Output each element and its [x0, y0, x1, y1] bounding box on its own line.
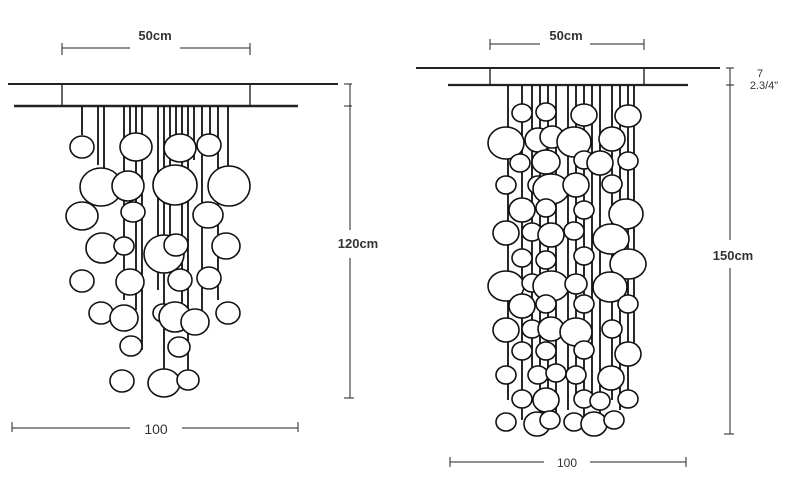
glass-ball	[65, 201, 99, 231]
glass-ball	[495, 365, 517, 385]
glass-ball	[586, 150, 614, 176]
glass-ball	[109, 369, 135, 393]
glass-ball	[580, 411, 608, 437]
glass-ball	[196, 133, 222, 157]
glass-ball	[532, 387, 560, 413]
left-pendant-cluster	[65, 106, 251, 398]
right-bottom-dimension: 100	[449, 456, 687, 470]
glass-ball	[119, 132, 153, 162]
glass-ball	[509, 153, 531, 173]
glass-ball	[207, 165, 251, 207]
left-height-label: 120cm	[338, 236, 378, 251]
left-height-dimension: 120cm	[338, 83, 378, 399]
glass-ball	[603, 410, 625, 430]
glass-ball	[601, 174, 623, 194]
glass-ball	[192, 201, 224, 229]
left-chandelier: 50cm 120cm 100	[8, 28, 378, 437]
glass-ball	[492, 220, 520, 246]
right-canopy-dimension: 7 2.3/4"	[726, 67, 778, 92]
right-canopy-label-top: 7	[757, 68, 763, 80]
glass-ball	[535, 102, 557, 122]
left-top-width-label: 50cm	[138, 28, 171, 43]
glass-ball	[564, 273, 588, 295]
glass-ball	[573, 246, 595, 266]
glass-ball	[539, 410, 561, 430]
right-canopy-label-bottom: 2.3/4"	[750, 80, 778, 92]
glass-ball	[570, 103, 598, 127]
glass-ball	[120, 201, 146, 223]
glass-ball	[147, 368, 181, 398]
glass-ball	[215, 301, 241, 325]
glass-ball	[109, 304, 139, 332]
glass-ball	[511, 389, 533, 409]
glass-ball	[511, 341, 533, 361]
glass-ball	[535, 198, 557, 218]
glass-ball	[527, 365, 549, 385]
glass-ball	[573, 340, 595, 360]
glass-ball	[495, 412, 517, 432]
glass-ball	[167, 268, 193, 292]
right-top-width-label: 50cm	[549, 28, 582, 43]
glass-ball	[111, 170, 145, 202]
glass-ball	[196, 266, 222, 290]
glass-ball	[535, 250, 557, 270]
glass-ball	[167, 336, 191, 358]
right-chandelier: 50cm 7 2.3/4" 150cm 100	[416, 28, 778, 470]
glass-ball	[69, 135, 95, 159]
glass-ball	[617, 389, 639, 409]
glass-ball	[495, 175, 517, 195]
right-pendant-cluster	[487, 85, 647, 437]
glass-ball	[535, 294, 557, 314]
glass-ball	[614, 341, 642, 367]
left-ceiling-plate	[8, 83, 338, 108]
glass-ball	[545, 363, 567, 383]
glass-ball	[531, 149, 561, 175]
glass-ball	[492, 317, 520, 343]
glass-ball	[69, 269, 95, 293]
glass-ball	[537, 222, 565, 248]
glass-ball	[508, 293, 536, 319]
glass-ball	[617, 151, 639, 171]
glass-ball	[601, 319, 623, 339]
glass-ball	[163, 133, 197, 163]
glass-ball	[617, 294, 639, 314]
glass-ball	[511, 248, 533, 268]
right-bottom-width-label: 100	[557, 456, 577, 470]
glass-ball	[113, 236, 135, 256]
glass-ball	[176, 369, 200, 391]
glass-ball	[565, 365, 587, 385]
glass-ball	[152, 164, 198, 206]
glass-ball	[511, 103, 533, 123]
glass-ball	[180, 308, 210, 336]
glass-ball	[573, 200, 595, 220]
glass-ball	[508, 197, 536, 223]
right-height-label: 150cm	[713, 248, 753, 263]
glass-ball	[487, 126, 525, 160]
left-top-dimension: 50cm	[61, 28, 251, 56]
glass-ball	[119, 335, 143, 357]
glass-ball	[211, 232, 241, 260]
glass-ball	[592, 223, 630, 255]
glass-ball	[563, 221, 585, 241]
left-bottom-width-label: 100	[144, 421, 168, 437]
glass-ball	[562, 172, 590, 198]
glass-ball	[598, 126, 626, 152]
glass-ball	[597, 365, 625, 391]
glass-ball	[614, 104, 642, 128]
right-top-dimension: 50cm	[489, 28, 645, 50]
glass-ball	[535, 341, 557, 361]
glass-ball	[115, 268, 145, 296]
right-ceiling-plate	[416, 67, 720, 87]
left-bottom-dimension: 100	[11, 421, 299, 437]
glass-ball	[573, 294, 595, 314]
glass-ball	[609, 248, 647, 280]
right-height-dimension: 150cm	[713, 85, 753, 435]
glass-ball	[88, 301, 114, 325]
glass-ball	[85, 232, 119, 264]
glass-ball	[592, 271, 628, 303]
glass-ball	[163, 233, 189, 257]
glass-ball	[608, 198, 644, 230]
glass-ball	[589, 391, 611, 411]
